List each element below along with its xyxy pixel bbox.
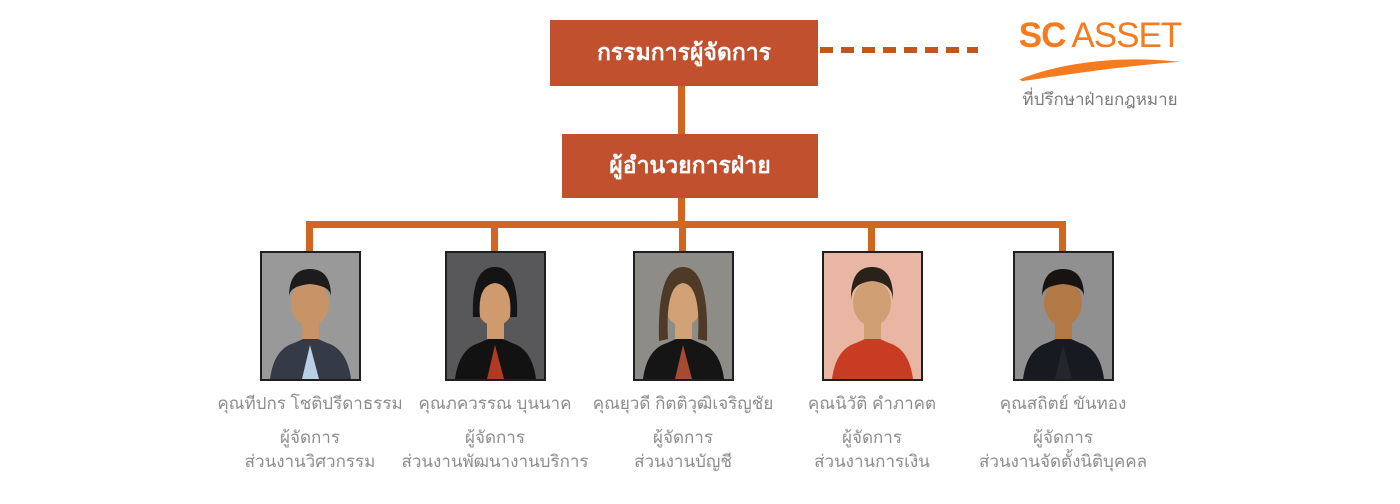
hair-shape: [1041, 269, 1084, 297]
person-photo: [444, 251, 546, 381]
shirt-shape: [486, 345, 504, 379]
branch-drop-line: [679, 224, 686, 253]
managing-director-box: กรรมการผู้จัดการ: [550, 20, 818, 86]
branch-drop-line: [1059, 224, 1066, 253]
person-title: ผู้จัดการ: [842, 428, 902, 447]
dashed-connector: [820, 47, 978, 53]
person-department: ส่วนงานการเงิน: [814, 452, 930, 471]
department-director-label: ผู้อำนวยการฝ่าย: [609, 152, 771, 178]
shirt-shape: [674, 345, 692, 379]
person-column: คุณยุวดี กิตติวุฒิเจริญชัย ผู้จัดการ ส่ว…: [583, 251, 783, 474]
shirt-shape: [863, 345, 881, 379]
person-name: คุณภควรรณ บุนนาค: [418, 394, 572, 413]
person-photo: [821, 251, 923, 381]
person-column: คุณภควรรณ บุนนาค ผู้จัดการ ส่วนงานพัฒนาง…: [395, 251, 595, 474]
person-photo: [1012, 251, 1114, 381]
person-title: ผู้จัดการ: [465, 428, 525, 447]
person-title: ผู้จัดการ: [1033, 428, 1093, 447]
person-name: คุณสถิตย์ ขันทอง: [999, 394, 1127, 413]
person-name: คุณยุวดี กิตติวุฒิเจริญชัย: [592, 394, 774, 413]
person-column: คุณสถิตย์ ขันทอง ผู้จัดการ ส่วนงานจัดตั้…: [963, 251, 1163, 474]
logo-swoosh-icon: [1019, 59, 1181, 82]
person-photo: [259, 251, 361, 381]
shirt-shape: [1054, 345, 1072, 379]
managing-director-label: กรรมการผู้จัดการ: [596, 39, 772, 65]
person-title: ผู้จัดการ: [653, 428, 713, 447]
person-column: คุณนิวัติ คำภาคต ผู้จัดการ ส่วนงานการเงิ…: [772, 251, 972, 474]
logo-text-asset: ASSET: [1071, 16, 1182, 55]
logo-text-sc: SC: [1018, 16, 1067, 55]
person-column: คุณทีปกร โชติปรีดาธรรม ผู้จัดการ ส่วนงาน…: [210, 251, 410, 474]
hair-shape: [850, 267, 893, 301]
person-name: คุณนิวัติ คำภาคต: [807, 394, 937, 413]
branch-drop-line: [491, 224, 498, 253]
hair-shape: [288, 269, 331, 297]
person-department: ส่วนงานจัดตั้งนิติบุคคล: [979, 452, 1147, 471]
person-department: ส่วนงานวิศวกรรม: [244, 452, 376, 471]
department-director-box: ผู้อำนวยการฝ่าย: [562, 134, 818, 198]
person-department: ส่วนงานบัญชี: [634, 452, 732, 471]
branch-drop-line: [306, 224, 313, 253]
connector-md-to-director: [678, 86, 685, 134]
person-name: คุณทีปกร โชติปรีดาธรรม: [217, 394, 403, 413]
person-photo: [632, 251, 734, 381]
hair-shape: [472, 267, 517, 317]
branch-drop-line: [868, 224, 875, 253]
hair-shape: [658, 267, 707, 341]
branch-horizontal-line: [306, 221, 1066, 228]
connector-director-to-branch: [678, 198, 685, 224]
legal-advisor-caption: ที่ปรึกษาฝ่ายกฎหมาย: [1022, 90, 1178, 109]
person-department: ส่วนงานพัฒนางานบริการ: [401, 452, 589, 471]
person-title: ผู้จัดการ: [280, 428, 340, 447]
shirt-shape: [301, 345, 319, 379]
